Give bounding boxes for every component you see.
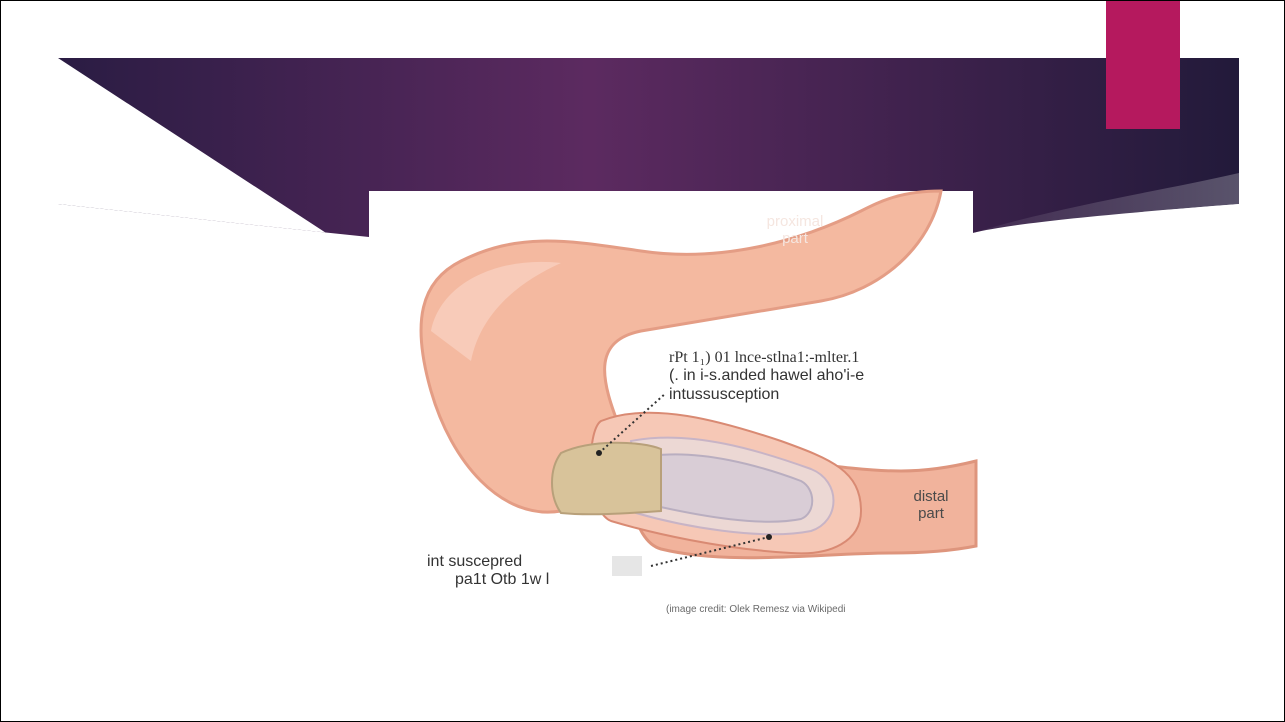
pointer-lower-dot xyxy=(766,534,772,540)
image-credit: (image credit: Olek Remesz via Wikipedi xyxy=(666,604,846,616)
label-proximal-line2: part xyxy=(765,230,825,247)
label-distal-line2: part xyxy=(901,505,961,522)
label-segment-line2: (. in i-s.anded hawel aho'i-e xyxy=(669,367,864,385)
label-highlight xyxy=(612,556,642,576)
label-distal-line1: distal xyxy=(901,488,961,505)
pointer-upper-dot xyxy=(596,450,602,456)
label-intussusception-segment: rPt 1₁) 01 lnce-stlna1:-mlter.1 (. in i-… xyxy=(669,349,864,404)
label-proximal-line1: proximal xyxy=(765,213,825,230)
label-segment-line3: intussusception xyxy=(669,386,864,404)
label-intussuscepted-part: int suscepred pa1t Otb 1w l xyxy=(427,553,549,590)
label-segment-line1: rPt 1₁) 01 lnce-stlna1:-mlter.1 xyxy=(669,349,864,367)
label-distal-part: distal part xyxy=(901,488,961,523)
label-intussuscepted-line1: int suscepred xyxy=(427,553,549,571)
label-intussuscepted-line2: pa1t Otb 1w l xyxy=(427,571,549,589)
lumen-contents xyxy=(552,443,661,515)
label-proximal-part: proximal part xyxy=(765,213,825,248)
